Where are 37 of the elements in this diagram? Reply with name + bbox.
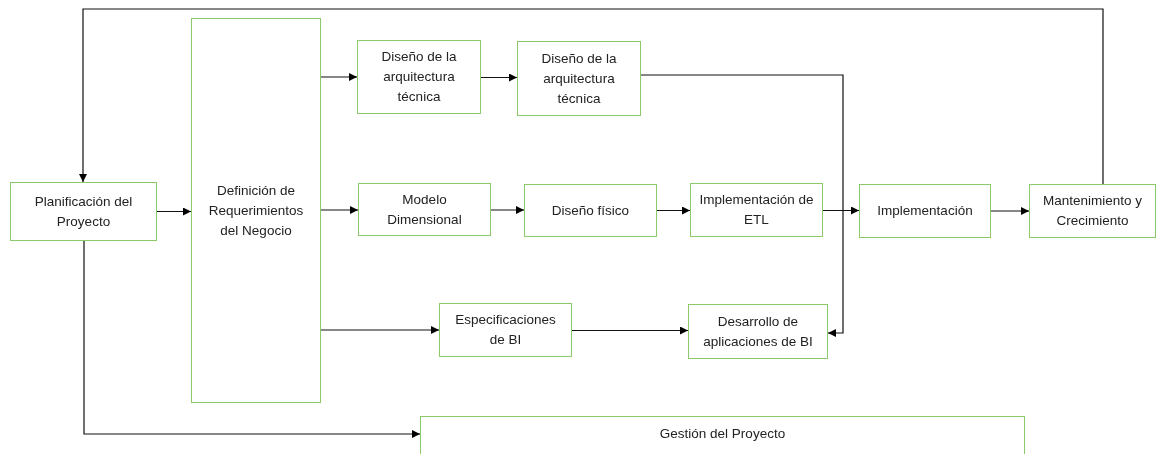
arrow [656, 206, 691, 215]
arrow [156, 207, 192, 216]
box-label: Especificaciones de BI [454, 311, 557, 349]
box-label: Implementación [877, 202, 973, 220]
box-label: Diseño de la arquitectura técnica [540, 49, 618, 108]
arrow [83, 240, 421, 438]
box-label: Desarrollo de aplicaciones de BI [702, 312, 814, 351]
box-label: Diseño de la arquitectura técnica [380, 48, 458, 106]
box-label: Implementación de ETL [698, 191, 815, 229]
box-label: Definición de Requerimientos del Negocio [207, 181, 305, 240]
arrow [480, 73, 518, 82]
process-box [420, 416, 1025, 454]
arrow [571, 326, 689, 335]
box-label: Planificación del Proyecto [33, 192, 134, 231]
process-box [191, 18, 321, 403]
box-label: Gestión del Proyecto [659, 425, 786, 443]
process-box [1029, 184, 1156, 238]
process-box [690, 183, 823, 237]
arrow [79, 8, 1104, 185]
process-box [517, 41, 641, 116]
box-label: Mantenimiento y Crecimiento [1041, 192, 1144, 230]
process-box [439, 303, 572, 357]
box-label: Modelo Dimensional [386, 190, 463, 229]
process-box [524, 184, 657, 237]
process-box [688, 304, 828, 359]
arrow [320, 73, 358, 81]
process-box [859, 184, 991, 238]
arrow [320, 206, 359, 214]
arrow [320, 326, 440, 334]
process-box [10, 182, 157, 241]
arrow [990, 207, 1030, 215]
process-box [357, 40, 481, 114]
arrow [822, 206, 860, 215]
process-box [358, 183, 491, 236]
box-label: Diseño físico [551, 201, 630, 220]
arrow [490, 206, 525, 214]
arrow [640, 74, 844, 337]
